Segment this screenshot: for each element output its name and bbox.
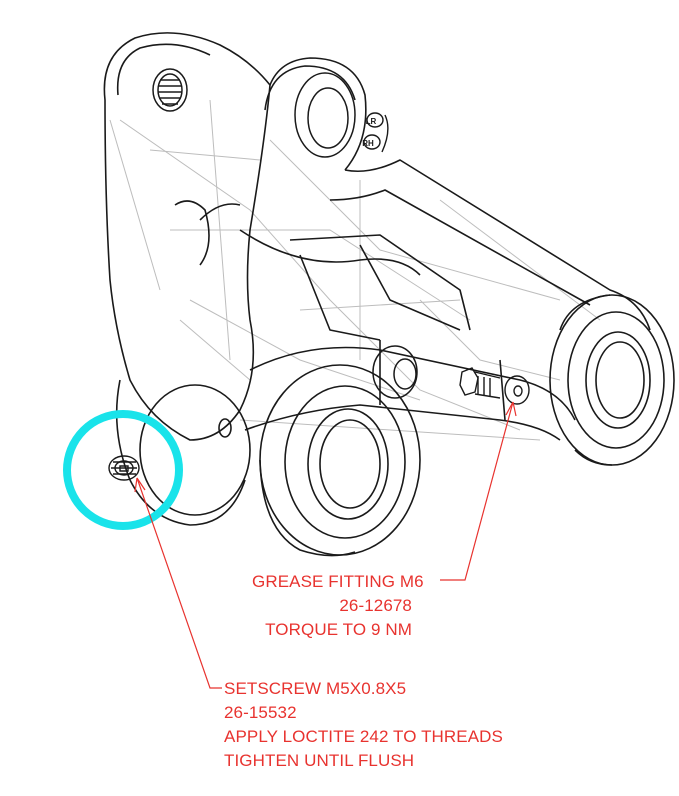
grease-fitting <box>459 367 530 405</box>
setscrew <box>108 455 140 481</box>
grease-fitting-instruction: TORQUE TO 9 NM <box>265 620 412 639</box>
setscrew-highlight-circle <box>63 410 183 530</box>
grease-leader <box>440 401 514 581</box>
setscrew-callout: SETSCREW M5X0.8X5 26-15532 APPLY LOCTITE… <box>224 677 503 773</box>
grease-fitting-callout: GREASE FITTING M6 26-12678 TORQUE TO 9 N… <box>252 570 424 642</box>
threaded-hole-top <box>152 68 188 112</box>
center-boss <box>372 345 418 399</box>
mark-lr: LR <box>366 117 377 126</box>
setscrew-part-number: 26-15532 <box>224 703 297 722</box>
mark-rh: RH <box>362 139 374 148</box>
grease-arrowhead <box>505 401 517 417</box>
lower-eye-boss <box>259 364 421 557</box>
leader-lines <box>134 401 517 689</box>
setscrew-name: SETSCREW M5X0.8X5 <box>224 679 407 698</box>
setscrew-leader <box>136 477 222 689</box>
grease-fitting-part-number: 26-12678 <box>339 596 412 615</box>
part-outline <box>103 32 651 441</box>
setscrew-instruction-loctite: APPLY LOCTITE 242 TO THREADS <box>224 727 503 746</box>
right-eye-boss <box>549 294 675 466</box>
upper-bore <box>294 72 356 158</box>
hidden-lines <box>109 99 601 441</box>
part-marking <box>363 112 389 153</box>
grease-fitting-name: GREASE FITTING M6 <box>252 572 424 591</box>
setscrew-arrowhead <box>134 477 146 493</box>
setscrew-instruction-tighten: TIGHTEN UNTIL FLUSH <box>224 751 415 770</box>
left-cylinder-boss <box>115 379 251 526</box>
